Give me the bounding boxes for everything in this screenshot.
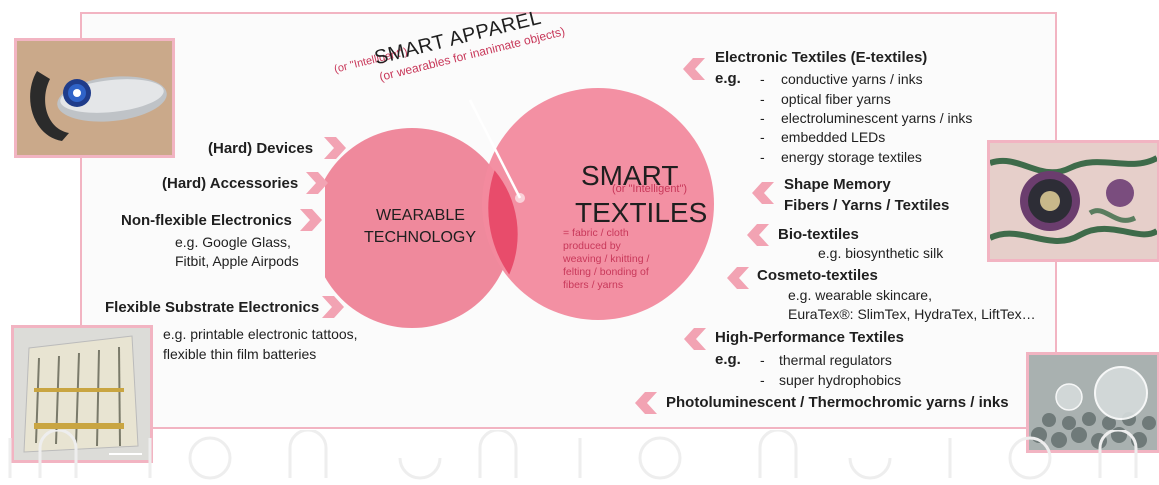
non-flexible-example: Fitbit, Apple Airpods: [175, 253, 299, 269]
chevron-right-icon: [300, 209, 322, 231]
embroidery-photo: [987, 140, 1159, 262]
wearable-label-2: TECHNOLOGY: [364, 229, 477, 246]
flexible-substrate-label: Flexible Substrate Electronics: [105, 299, 320, 316]
etextiles-eg: e.g.: [715, 70, 741, 87]
bio-textiles-example: e.g. biosynthetic silk: [818, 245, 944, 261]
non-flexible-label: Non-flexible Electronics: [121, 212, 292, 229]
etextile-item: embedded LEDs: [781, 129, 886, 145]
hpt-item: thermal regulators: [779, 352, 892, 368]
definition-line: produced by: [563, 240, 621, 252]
venn-diagram: [325, 88, 714, 328]
definition-line: fibers / yarns: [563, 279, 624, 291]
list-dash: -: [760, 110, 765, 126]
flexible-example: flexible thin film batteries: [163, 346, 317, 362]
list-dash: -: [760, 149, 765, 165]
photoluminescent-label: Photoluminescent / Thermochromic yarns /…: [666, 394, 1009, 411]
list-dash: -: [760, 71, 765, 87]
chevron-left-icon: [727, 267, 749, 289]
etextile-item: energy storage textiles: [781, 149, 922, 165]
textiles-title: TEXTILES: [575, 197, 708, 228]
etextile-item: electroluminescent yarns / inks: [781, 110, 973, 126]
high-performance-label: High-Performance Textiles: [715, 329, 904, 346]
list-dash: -: [760, 91, 765, 107]
hpt-item: super hydrophobics: [779, 372, 902, 388]
chevron-left-icon: [683, 58, 705, 80]
overlap-region: [488, 170, 518, 275]
chevron-right-icon: [306, 172, 328, 194]
smart-title: SMART: [581, 160, 679, 191]
list-dash: -: [760, 372, 765, 388]
list-dash: -: [760, 352, 765, 368]
cosmeto-example: EuraTex®: SlimTex, HydraTex, LiftTex…: [788, 306, 1036, 322]
flexible-electronics-photo: [11, 325, 153, 463]
cosmeto-textiles-label: Cosmeto-textiles: [757, 267, 878, 284]
etextile-item: optical fiber yarns: [781, 91, 891, 107]
watermark: [8, 430, 1138, 480]
shape-memory-label: Shape Memory: [784, 176, 891, 193]
definition-block: = fabric / cloth produced by weaving / k…: [563, 227, 649, 292]
wearable-circle: [325, 128, 512, 328]
chevron-right-icon: [322, 296, 344, 318]
chevron-left-icon: [752, 182, 774, 204]
shape-memory-label-2: Fibers / Yarns / Textiles: [784, 197, 950, 214]
definition-line: = fabric / cloth: [563, 227, 629, 239]
hard-accessories-label: (Hard) Accessories: [162, 175, 299, 192]
headset-photo: [14, 38, 175, 158]
cosmeto-example: e.g. wearable skincare,: [788, 287, 932, 303]
high-performance-eg: e.g.: [715, 351, 741, 368]
hydrophobic-photo: [1026, 352, 1159, 453]
definition-line: weaving / knitting /: [563, 253, 650, 265]
wearable-label-1: WEARABLE: [376, 207, 465, 224]
list-dash: -: [760, 129, 765, 145]
chevron-left-icon: [635, 392, 657, 414]
smart-textiles-circle: [482, 88, 714, 320]
pointer-dot: [515, 193, 525, 203]
definition-line: felting / bonding of: [563, 266, 649, 278]
chevron-right-icon: [324, 137, 346, 159]
hard-devices-label: (Hard) Devices: [208, 140, 314, 157]
chevron-left-icon: [684, 328, 706, 350]
bio-textiles-label: Bio-textiles: [778, 226, 859, 243]
etextile-item: conductive yarns / inks: [781, 71, 923, 87]
chevron-left-icon: [747, 224, 769, 246]
pointer-line: [468, 99, 522, 199]
intelligent-label: (or "Intelligent"): [612, 183, 688, 195]
non-flexible-example: e.g. Google Glass,: [175, 234, 291, 250]
flexible-example: e.g. printable electronic tattoos,: [163, 326, 358, 342]
etextiles-label: Electronic Textiles (E-textiles): [715, 49, 928, 66]
